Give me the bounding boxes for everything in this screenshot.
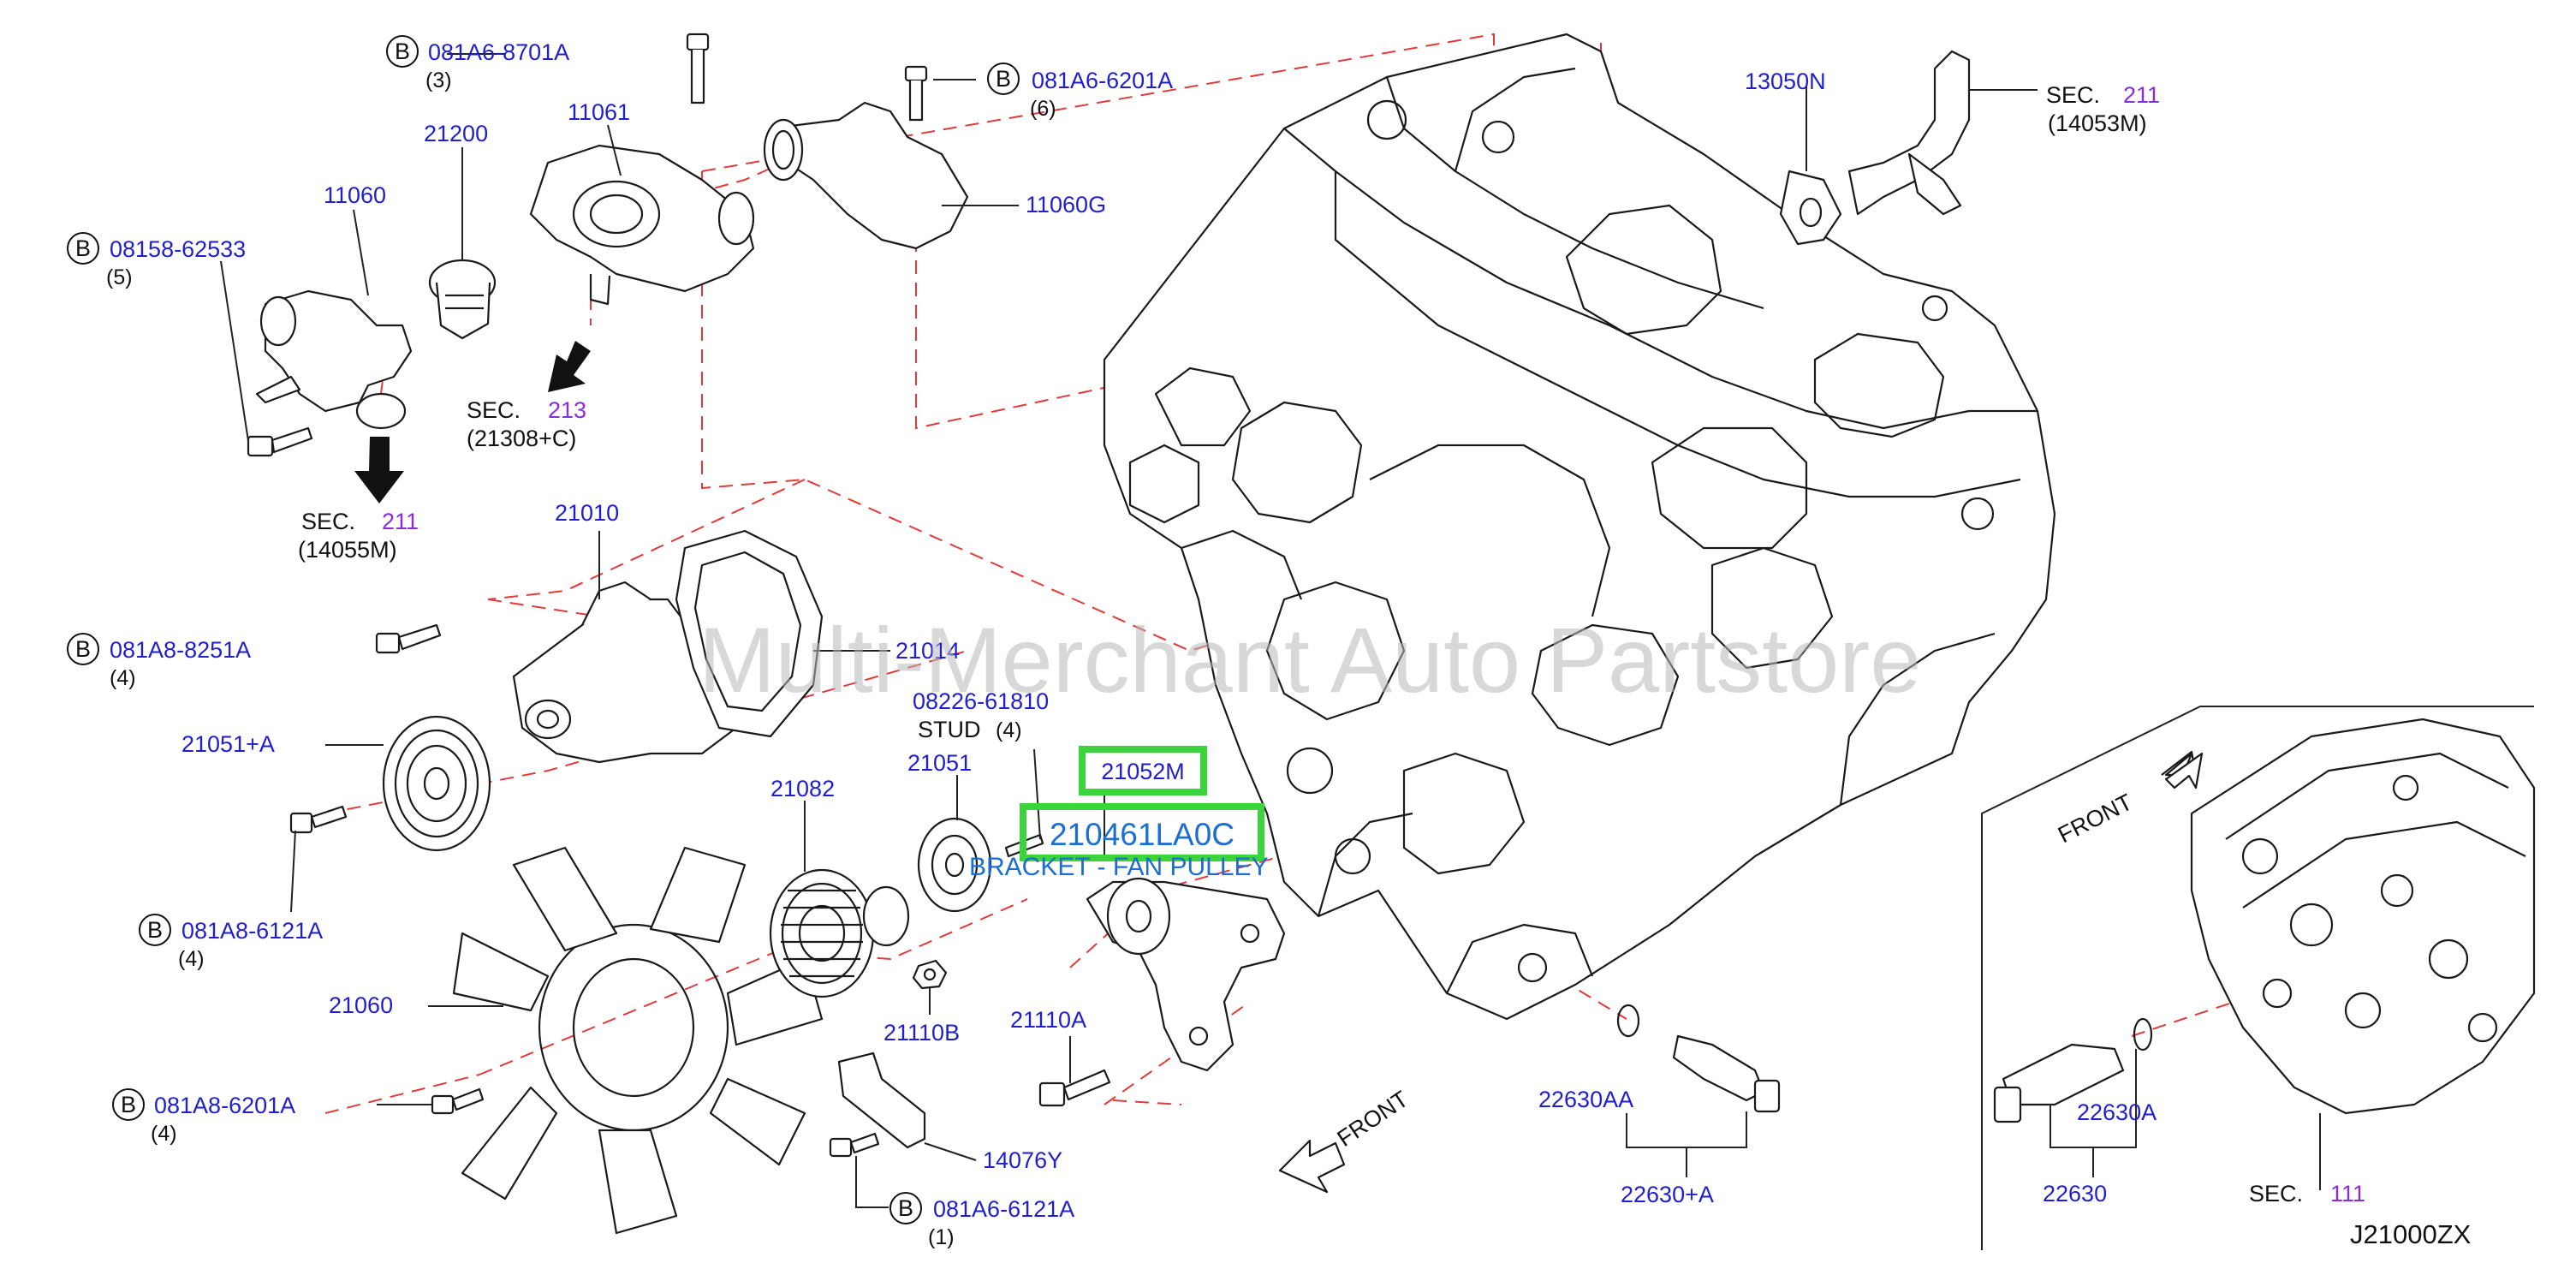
section-ref-111: SEC. 111 [2249,1181,2365,1206]
bolt-marker: B [75,235,91,261]
bolt-marker: B [395,39,410,64]
bolt-qty: (5) [106,265,133,289]
leader-lines [220,53,2038,1208]
part-label-13050N: 13050N [1745,69,1826,94]
watermark: Multi-Merchant Auto Partstore [699,608,1922,712]
part-label-11060: 11060 [324,182,386,208]
highlight-box-21052m [1079,746,1207,795]
bolt-qty: (4) [110,666,136,690]
bolt-callout-08158-62533: B 08158-62533 (5) [67,232,246,289]
highlight-description: BRACKET - FAN PULLEY [969,853,1269,881]
fan-group [431,817,1346,1235]
thermostat-housing-group [247,33,1971,457]
bolt-callout-081A6-6201A: B 081A6-6201A (6) [987,63,1173,121]
part-label-21110B: 21110B [883,1020,960,1046]
bolt-marker: B [996,66,1011,92]
direction-arrows [354,341,591,503]
section-label: SEC. [2046,82,2100,108]
part-label-22630: 22630 [2043,1181,2107,1206]
part-labels: 11061 21200 11060 11060G 13050N 21010 21… [181,69,2157,1207]
bolt-code: 08158-62533 [110,236,246,262]
front-label-inset: FRONT [2054,789,2136,848]
front-label-main: FRONT [1333,1086,1413,1152]
part-label-21014: 21014 [895,638,960,664]
bolt-code: 081A8-6201A [154,1093,295,1118]
part-label-22630AA: 22630AA [1538,1087,1633,1112]
part-label-21052M: 21052M [1101,759,1185,784]
part-label-14076Y: 14076Y [983,1147,1062,1173]
section-number: 111 [2330,1181,2365,1206]
temp-sensor-group [1616,1004,1781,1113]
bolt-qty: (3) [425,69,452,92]
diagram-code: J21000ZX [2350,1219,2472,1249]
section-ref: (14055M) [298,537,397,563]
bolt-marker: B [75,636,91,662]
section-number: 213 [548,397,586,423]
water-pump-group [289,529,824,852]
bolt-qty: (6) [1030,97,1056,121]
part-label-21051-a: 21051+A [181,731,275,757]
stud-label: STUD [918,717,981,742]
engine-block [1103,33,2056,1021]
bolt-callout-081A6-8701A: B 081A6-8701A (3) [386,35,569,92]
highlighted-part[interactable]: 21052M 210461LA0C BRACKET - FAN PULLEY [969,746,1269,881]
section-label: SEC. [467,397,521,423]
bolt-qty: (4) [178,947,205,971]
part-label-21200: 21200 [424,121,488,146]
highlight-part-number: 210461LA0C [1050,817,1234,852]
bolt-code: 081A6-6121A [933,1196,1074,1222]
section-ref-211-left: SEC. 211 (14055M) [298,509,419,563]
bolt-callout-081A6-6121A: B 081A6-6121A (1) [889,1192,1074,1249]
bolt-callout-081A8-6121A: B 081A8-6121A (4) [139,914,323,971]
part-label-21060: 21060 [329,992,393,1018]
part-label-08226-61810: 08226-61810 [913,688,1049,714]
part-label-11061: 11061 [568,99,630,125]
stud-qty: (4) [996,718,1022,742]
part-label-22630A: 22630A [2077,1099,2157,1125]
bolt-callout-081A8-6201A: B 081A8-6201A (4) [112,1088,295,1146]
part-label-21082: 21082 [770,776,835,801]
bolt-code: 081A8-8251A [110,637,251,663]
section-label: SEC. [2249,1181,2303,1206]
section-ref: (14053M) [2048,110,2147,136]
bolt-code: 081A6-6201A [1032,68,1173,93]
section-ref-211-top: SEC. 211 (14053M) [2046,82,2160,136]
bolt-marker: B [121,1092,136,1117]
part-label-21110A: 21110A [1010,1007,1086,1033]
section-number: 211 [2123,82,2160,108]
part-label-22630-plus-a: 22630+A [1621,1182,1714,1207]
part-label-11060G: 11060G [1026,192,1106,217]
bolt-marker: B [898,1195,913,1221]
section-number: 211 [382,509,419,534]
highlight-box-part-number [1020,803,1264,861]
section-label: SEC. [301,509,355,534]
inset-panel [1981,706,2536,1250]
section-ref: (21308+C) [467,426,576,451]
part-label-21051: 21051 [907,750,972,776]
bolt-callout-081A8-8251A: B 081A8-8251A (4) [67,633,251,690]
bolt-qty: (1) [928,1225,955,1249]
bolt-marker: B [147,917,163,943]
bolt-code: 081A8-6121A [181,918,323,944]
bolt-code: 081A6-8701A [428,39,569,65]
section-ref-213: SEC. 213 (21308+C) [467,397,586,451]
part-label-21010: 21010 [555,500,619,526]
bolt-qty: (4) [151,1122,177,1146]
